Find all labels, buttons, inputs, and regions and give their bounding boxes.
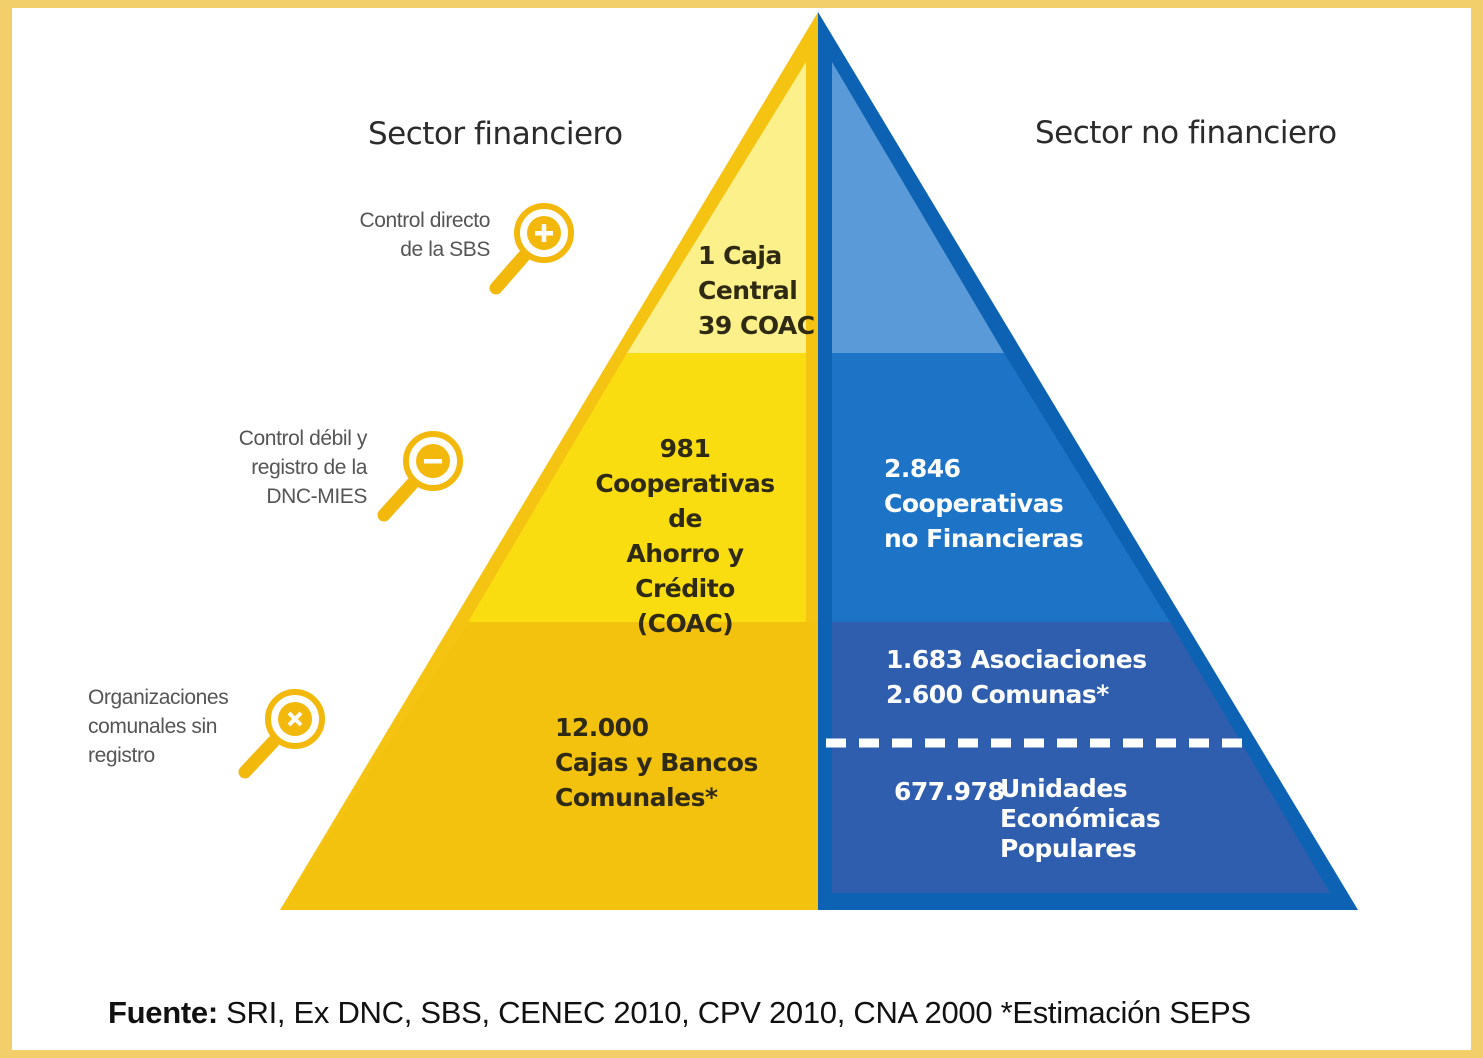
no-registry-label: Organizaciones comunales sin registro: [88, 686, 229, 767]
source-footnote: Fuente: SRI, Ex DNC, SBS, CENEC 2010, CP…: [108, 995, 1251, 1031]
financial-sector-heading: Sector financiero: [368, 116, 623, 152]
non-financial-sector-heading: Sector no financiero: [1035, 115, 1337, 151]
financial-tier-middle: [468, 353, 806, 622]
financial-tier-bottom: [280, 622, 818, 910]
direct-control-label: Control directo de la SBS: [359, 209, 490, 261]
magnifier-plus-icon: [489, 203, 574, 295]
weak-control-label: Control débil y registro de la DNC-MIES: [238, 427, 368, 508]
non-financial-tier-bottom: [832, 622, 1330, 893]
financial-tier-top: [627, 62, 806, 353]
financial-tier-top-text: 1 Caja Central 39 COAC: [698, 241, 815, 340]
non-financial-tier-middle: [832, 353, 1170, 622]
financial-tier-middle-text: 981 Cooperativas de Ahorro y Crédito (CO…: [595, 434, 775, 638]
non-financial-tier-top: [832, 62, 1004, 353]
magnifier-minus-icon: [377, 431, 463, 522]
non-financial-tier-bottom-upper-text: 1.683 Asociaciones 2.600 Comunas*: [886, 645, 1147, 709]
magnifier-x-icon: [238, 689, 325, 779]
financial-tier-bottom-text: 12.000 Cajas y Bancos Comunales*: [555, 713, 758, 812]
source-label: Fuente:: [108, 995, 218, 1030]
non-financial-tier-middle-text: 2.846 Cooperativas no Financieras: [884, 454, 1084, 553]
non-financial-tier-bottom-lower-text: Unidades Económicas Populares: [1000, 774, 1161, 863]
source-text: SRI, Ex DNC, SBS, CENEC 2010, CPV 2010, …: [217, 995, 1251, 1030]
non-financial-tier-bottom-lower-number: 677.978: [894, 777, 1005, 806]
